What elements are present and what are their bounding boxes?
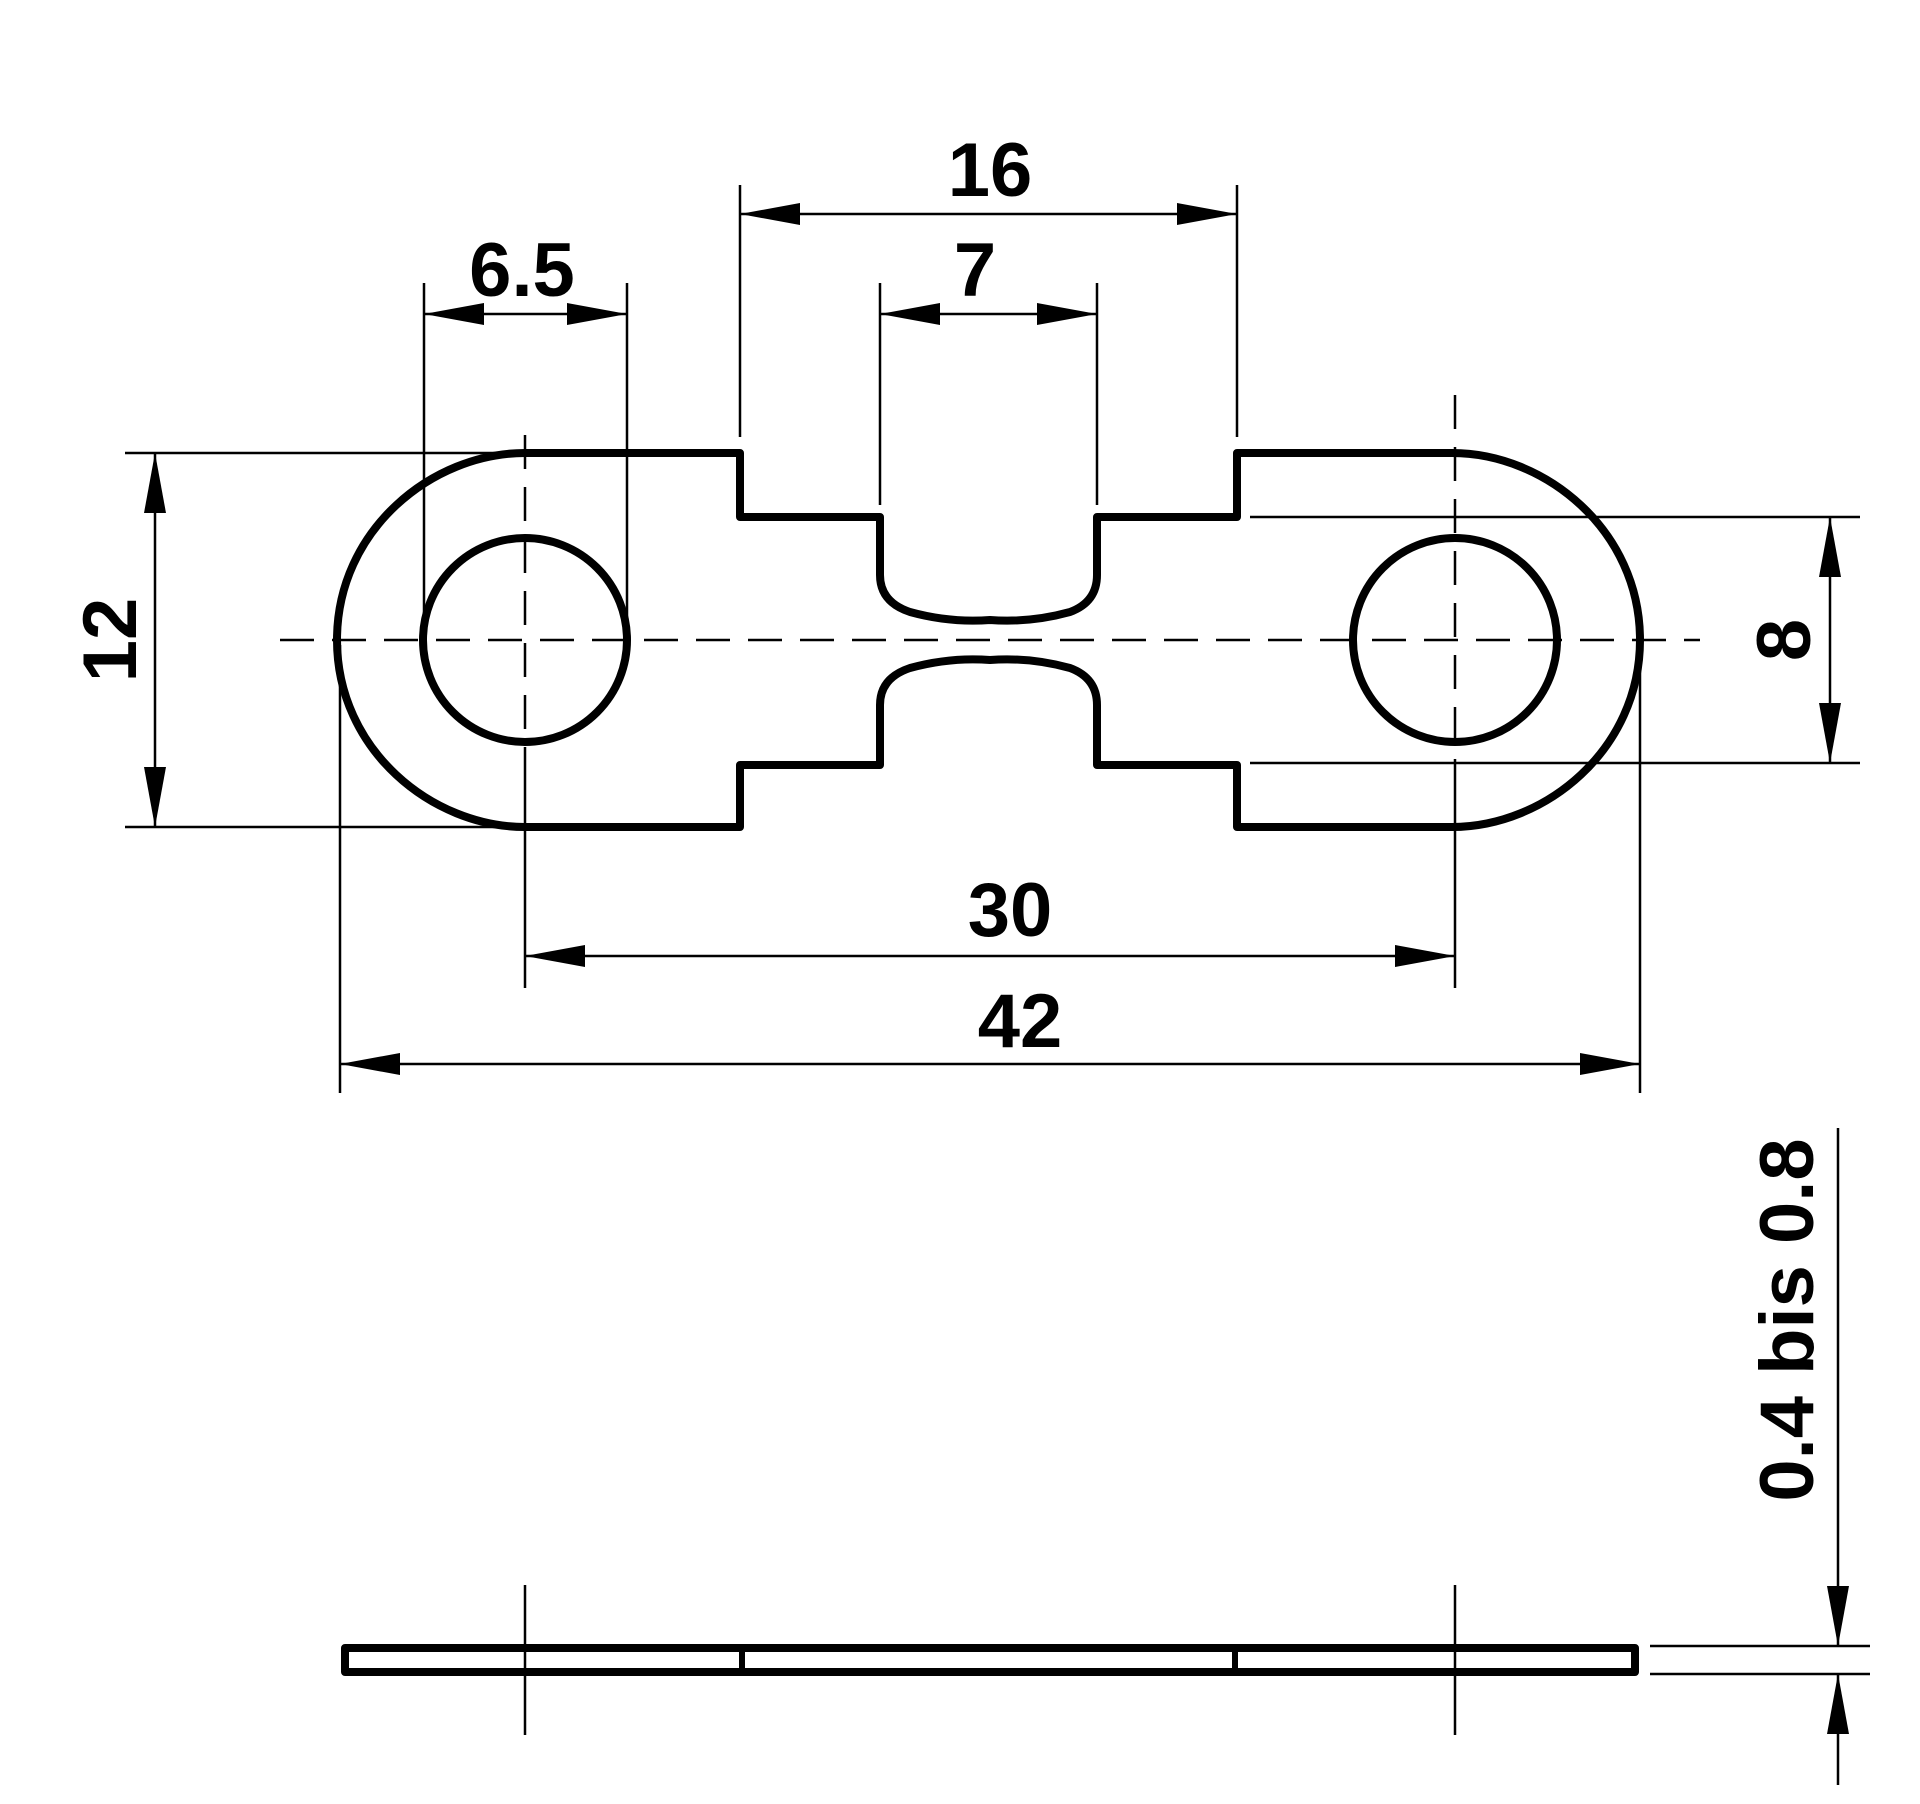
arrowhead [144,767,166,827]
arrowhead [1037,303,1097,325]
arrowhead [567,303,627,325]
dimension-thickness: 0.4 bis 0.8 [1650,1128,1870,1785]
arrowhead [740,203,800,225]
dimension-16: 16 [738,128,1239,437]
arrowhead [1819,517,1841,577]
dimension-label-6-5: 6.5 [469,228,575,313]
arrowhead [1819,703,1841,763]
dimension-30: 30 [523,760,1457,988]
dimension-label-7: 7 [954,228,996,313]
dimension-6-5: 6.5 [422,228,629,640]
dimension-8: 8 [1250,515,1860,765]
arrowhead [144,453,166,513]
arrowhead [1580,1053,1640,1075]
arrowhead [525,945,585,967]
dimension-label-30: 30 [968,868,1053,953]
dimension-label-8: 8 [1742,619,1827,661]
dimension-12: 12 [68,451,525,829]
arrowhead [880,303,940,325]
arrowhead [1827,1586,1849,1646]
arrowhead [1177,203,1237,225]
dimension-7: 7 [878,228,1099,505]
arrowhead [340,1053,400,1075]
fuse-side-profile [341,1644,1639,1676]
fuse-outline [333,449,1644,831]
dimension-label-thickness: 0.4 bis 0.8 [1745,1138,1830,1501]
dimension-label-16: 16 [948,128,1033,213]
fuse-side-view [341,1585,1639,1735]
arrowhead [1827,1674,1849,1734]
dimension-42: 42 [338,645,1642,1093]
arrowhead [1395,945,1455,967]
arrowhead [424,303,484,325]
dimension-label-12: 12 [68,598,153,683]
dimension-label-42: 42 [978,979,1063,1064]
